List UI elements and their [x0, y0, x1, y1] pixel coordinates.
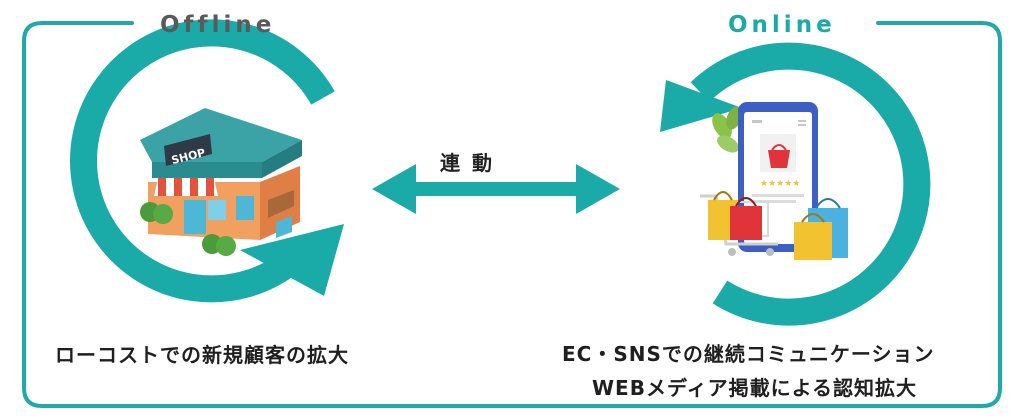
online-caption-line2: WEBメディア掲載による認知拡大: [592, 376, 917, 400]
shop-icon: SHOP: [140, 108, 302, 256]
shopping-bags: [708, 191, 848, 260]
offline-heading: Offline: [160, 12, 276, 38]
online-cycle-arrow: [660, 42, 931, 326]
rating-stars: ★★★★★: [760, 179, 800, 189]
outer-frame: [22, 21, 1002, 408]
plant-leaves: [712, 106, 742, 153]
link-label: 連動: [440, 151, 504, 175]
double-arrow-icon: [372, 164, 620, 214]
shop-awning: [154, 178, 218, 196]
offline-caption: ローコストでの新規顧客の拡大: [55, 343, 349, 367]
smartphone-shopping-icon: ★★★★★: [700, 102, 848, 260]
offline-cycle-arrow: [70, 19, 344, 303]
online-heading: Online: [728, 12, 836, 38]
online-caption-line1: EC・SNSでの継続コミュニケーション: [562, 342, 935, 366]
